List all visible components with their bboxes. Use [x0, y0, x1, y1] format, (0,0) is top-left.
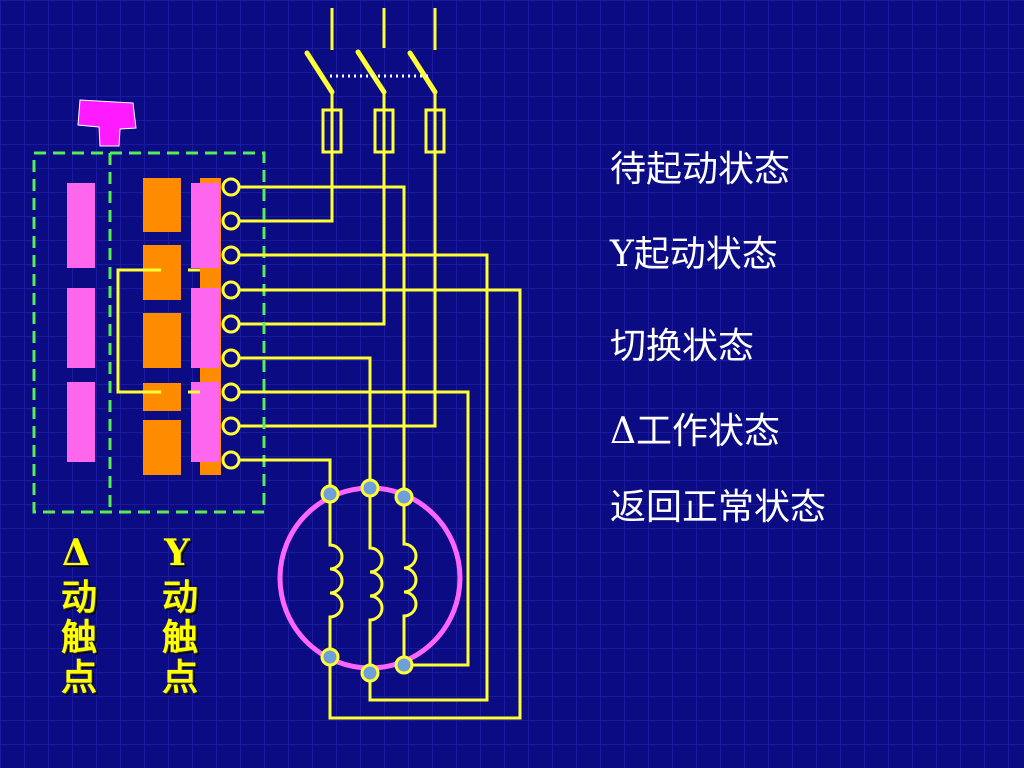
- star-point-link: [116, 268, 161, 394]
- contactor-frame: [32, 151, 266, 514]
- wire-l1-to-terminal-2: [239, 92, 334, 223]
- star-contact-3: [143, 313, 181, 368]
- terminal-2: [221, 211, 241, 231]
- pointer-marker: [77, 99, 137, 147]
- wire-l3-to-terminal-8: [239, 92, 437, 428]
- star-contacts-label: Y动触点: [156, 532, 198, 698]
- terminal-7: [221, 382, 241, 402]
- terminal-3: [221, 245, 241, 265]
- fuse-l3: [424, 108, 446, 154]
- terminal-1: [221, 177, 241, 197]
- switch-blade-l2: [355, 49, 387, 95]
- wire-terminal-3: [239, 253, 489, 702]
- switch-blade-l3: [407, 50, 438, 95]
- delta-contact-3: [67, 382, 95, 462]
- terminal-5: [221, 314, 241, 334]
- terminal-8: [221, 416, 241, 436]
- state-delta-run-label: Δ工作状态: [610, 411, 780, 452]
- delta-contacts-label: Δ动触点: [55, 532, 97, 698]
- terminal-6: [221, 348, 241, 368]
- wire-terminal-4: [239, 288, 522, 720]
- star-contact-1: [143, 178, 181, 232]
- wire-terminal-1: [239, 185, 406, 489]
- motor-terminal-top-left: [320, 484, 340, 504]
- star-contact-2: [143, 245, 181, 300]
- star-contact-5: [143, 420, 181, 475]
- main-contact-2: [191, 288, 219, 368]
- main-contact-1: [191, 183, 219, 268]
- state-return-normal-label: 返回正常状态: [610, 487, 827, 528]
- wire-terminal-6: [239, 356, 372, 480]
- motor-winding-1: [328, 502, 344, 649]
- wire-terminal-9: [239, 458, 332, 486]
- terminal-strip: [221, 177, 241, 470]
- motor-terminal-top-right: [394, 487, 414, 507]
- terminal-9: [221, 450, 241, 470]
- motor-terminal-bottom-left: [320, 647, 340, 667]
- state-switching-label: 切换状态: [610, 326, 755, 367]
- main-contact-3: [191, 382, 219, 462]
- contactor-block: [32, 151, 266, 514]
- power-supply: [239, 8, 446, 428]
- motor-winding-3: [402, 505, 418, 657]
- switch-blade-l1: [304, 50, 335, 95]
- motor-terminal-top-middle: [360, 478, 380, 498]
- fuse-l1: [321, 108, 343, 154]
- wire-l2-to-terminal-5: [239, 92, 386, 326]
- motor-terminal-bottom-middle: [360, 663, 380, 683]
- state-waiting-label: 待起动状态: [610, 149, 791, 190]
- motor: [277, 478, 463, 683]
- fuse-l2: [373, 108, 395, 154]
- terminal-4: [221, 280, 241, 300]
- star-contact-4: [143, 383, 181, 411]
- motor-terminal-bottom-right: [394, 655, 414, 675]
- star-point-link-stubs: [188, 268, 200, 394]
- delta-contact-2: [67, 288, 95, 368]
- motor-winding-2: [368, 496, 384, 665]
- wire-terminal-7: [239, 390, 470, 667]
- terminal-wiring: [239, 185, 522, 720]
- delta-contact-1: [67, 183, 95, 268]
- state-star-start-label: Y起动状态: [610, 234, 778, 275]
